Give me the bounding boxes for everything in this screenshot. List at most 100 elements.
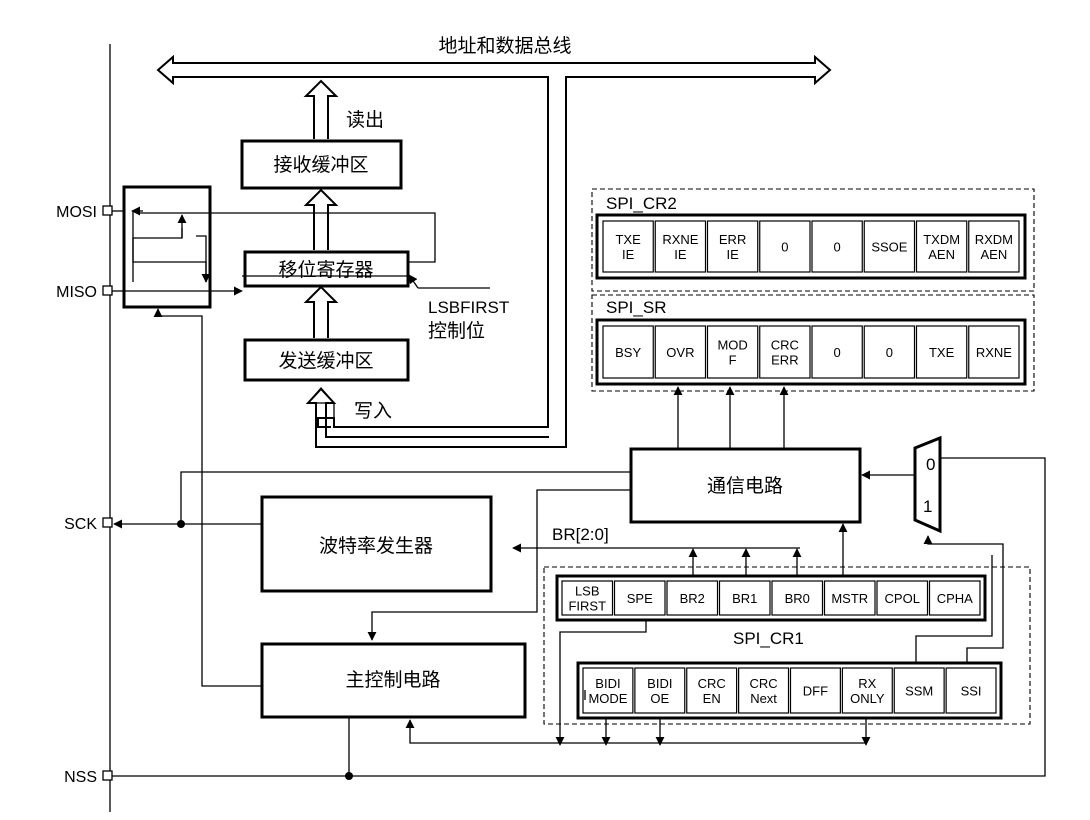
spi-cr1-row1-bit-1 xyxy=(613,580,666,616)
svg-text:移位寄存器: 移位寄存器 xyxy=(278,259,373,281)
shift-register-block: 移位寄存器 xyxy=(243,250,410,288)
svg-text:接收缓冲区: 接收缓冲区 xyxy=(273,154,368,176)
pin-nss: NSS xyxy=(64,769,113,786)
spi-cr1-row2-bit-4 xyxy=(789,667,841,714)
spi-cr1-row1-bit-label-4: BR0 xyxy=(785,591,810,606)
shift-register-wiring xyxy=(140,212,490,289)
spi-sr-bit-0 xyxy=(602,325,654,379)
nss-junction xyxy=(345,772,353,780)
br-bits-label: BR[2:0] xyxy=(552,525,609,544)
tx-buffer-block: 发送缓冲区 xyxy=(243,338,410,382)
bus-drop xyxy=(170,62,820,448)
pin-mosi: MOSI xyxy=(56,204,113,221)
spi-cr2-bit-label-4: 0 xyxy=(834,240,841,255)
spi-cr2-bit-5 xyxy=(863,220,916,273)
svg-text:1: 1 xyxy=(923,497,932,516)
comm-to-master-line xyxy=(367,489,631,641)
clock-mux: 0 1 xyxy=(913,435,942,534)
spi-cr1-row2-bit-5 xyxy=(841,667,893,714)
spi-cr2-bit-4 xyxy=(811,220,863,273)
baud-generator-block: 波特率发生器 xyxy=(260,495,493,593)
bus-label: 地址和数据总线 xyxy=(438,35,571,57)
sr-arrows xyxy=(673,386,789,449)
svg-text:主控制电路: 主控制电路 xyxy=(345,669,440,691)
lsbfirst-label-2: 控制位 xyxy=(428,320,485,342)
ssm-to-line xyxy=(915,555,993,665)
spi-cr2-bit-0 xyxy=(602,220,654,273)
spi-cr1-row2-bit-1 xyxy=(634,667,686,714)
spi-cr1-row2-bit-label-4: DFF xyxy=(803,684,828,699)
spi-cr2-bit-6 xyxy=(915,220,968,273)
spi-cr1-row1-bit-label-7: CPHA xyxy=(937,591,973,606)
spi-cr2-name: SPI_CR2 xyxy=(606,194,677,213)
svg-text:MOSI: MOSI xyxy=(56,204,97,221)
data-bus xyxy=(156,54,832,448)
spi-sr-bit-label-1: OVR xyxy=(666,345,694,360)
spi-cr1-row2-bit-6 xyxy=(893,667,945,714)
svg-text:通信电路: 通信电路 xyxy=(707,475,783,497)
master-control-block: 主控制电路 xyxy=(260,642,527,719)
svg-text:波特率发生器: 波特率发生器 xyxy=(319,535,433,557)
spi-sr-bit-label-7: RXNE xyxy=(976,345,1012,360)
spi-sr-bit-7 xyxy=(968,325,1020,379)
spi-cr1-row1-bit-6 xyxy=(876,580,929,616)
spi-cr1-row1-bit-7 xyxy=(928,580,981,616)
spi-cr1-row1-bit-label-2: BR2 xyxy=(680,591,705,606)
read-out-label: 读出 xyxy=(346,109,384,131)
svg-text:MISO: MISO xyxy=(56,284,97,301)
spi-sr-bit-3 xyxy=(759,325,811,379)
master-to-miso-line xyxy=(153,308,262,687)
spi-cr2-bit-label-5: SSOE xyxy=(871,240,907,255)
spi-sr-bit-2 xyxy=(706,325,759,379)
spi-cr1-row1-bit-2 xyxy=(666,580,719,616)
pin-switch-box xyxy=(122,185,212,309)
spi-cr2-bit-label-3: 0 xyxy=(781,240,788,255)
spi-cr1-row2-bit-2 xyxy=(686,667,738,714)
nss-to-mux-line xyxy=(112,457,1046,777)
control-bus-wiring xyxy=(405,620,871,746)
svg-text:NSS: NSS xyxy=(64,769,97,786)
write-in-label: 写入 xyxy=(354,400,392,422)
spi-cr1-row1-bit-0 xyxy=(561,580,614,616)
rx-buffer-block: 接收缓冲区 xyxy=(240,139,403,190)
ssi-to-mux-line xyxy=(923,535,1004,665)
spi-cr1-row1-bit-3 xyxy=(718,580,771,616)
spi-sr-bit-label-5: 0 xyxy=(886,345,893,360)
comm-circuit-block: 通信电路 xyxy=(629,447,862,524)
svg-text:0: 0 xyxy=(926,455,935,474)
sck-wiring xyxy=(113,471,631,529)
spi-sr-bit-label-0: BSY xyxy=(615,345,641,360)
spi-sr-bit-5 xyxy=(863,325,916,379)
pin-switch-wiring xyxy=(112,206,243,296)
spi-cr1-row2-bit-label-7: SSI xyxy=(961,684,982,699)
spi-sr-name: SPI_SR xyxy=(606,298,666,317)
svg-text:发送缓冲区: 发送缓冲区 xyxy=(278,350,373,372)
spi-cr1-name: SPI_CR1 xyxy=(733,629,804,648)
spi-sr-bit-4 xyxy=(811,325,863,379)
spi-cr1-row1-bit-label-6: CPOL xyxy=(885,591,920,606)
spi-cr1-row1-bit-label-3: BR1 xyxy=(732,591,757,606)
lsbfirst-label-1: LSBFIRST xyxy=(428,298,509,317)
spi-sr-bit-label-4: 0 xyxy=(834,345,841,360)
spi-cr2-bit-2 xyxy=(706,220,759,273)
pin-sck: SCK xyxy=(64,516,113,533)
spi-cr1-row2-bit-7 xyxy=(945,667,997,714)
spi-cr2-bit-3 xyxy=(759,220,811,273)
spi-cr1-row1-bit-label-5: MSTR xyxy=(831,591,868,606)
spi-cr2-bit-1 xyxy=(654,220,707,273)
spi-cr1-row1-bit-4 xyxy=(771,580,824,616)
spi-sr-bit-6 xyxy=(915,325,968,379)
